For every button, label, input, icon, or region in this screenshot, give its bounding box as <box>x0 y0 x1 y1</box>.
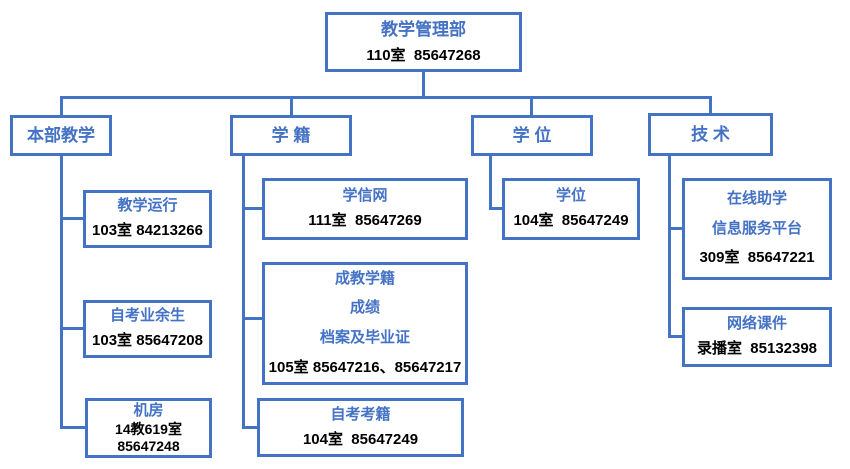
box-info: 105室 85647216、85647217 <box>268 358 462 376</box>
box-info: 111室 85647269 <box>308 212 422 229</box>
box-self-exam-part-time: 自考业余生 103室 85647208 <box>83 300 212 358</box>
connector-drop-student-records <box>290 96 293 115</box>
box-title: 自考业余生 <box>109 307 185 325</box>
connector-drop-technology <box>709 96 712 115</box>
connector-root-drop <box>422 72 425 99</box>
connector-degree-vertical <box>489 156 492 210</box>
box-xuexin-net: 学信网 111室 85647269 <box>262 178 468 240</box>
box-group-campus-teaching: 本部教学 <box>10 115 112 156</box>
box-info: 103室 84213266 <box>92 222 203 239</box>
connector-drop-degree <box>530 96 533 115</box>
box-computer-room: 机房 14教619室 85647248 <box>85 398 212 458</box>
box-title: 技 术 <box>691 124 730 144</box>
box-online-learning-platform: 在线助学 信息服务平台 309室 85647221 <box>682 178 832 280</box>
box-info: 104室 85647249 <box>302 430 419 448</box>
box-title: 教学管理部 <box>381 19 466 39</box>
connector-main-horizontal <box>60 96 712 99</box>
connector-drop-campus-teaching <box>60 96 63 115</box>
box-group-student-records: 学 籍 <box>230 115 352 156</box>
box-group-degree: 学 位 <box>471 115 593 156</box>
box-title: 学位 <box>555 187 586 205</box>
connector-stub-online-courseware <box>668 335 685 338</box>
box-self-exam-registration: 自考考籍 104室 85647249 <box>257 398 464 457</box>
box-info: 录播室 85132398 <box>696 340 818 357</box>
connector-stub-online-learning-platform <box>668 227 685 230</box>
box-title: 自考考籍 <box>330 405 391 423</box>
connector-stub-computer-room <box>60 426 87 429</box>
box-title: 网络课件 <box>726 315 787 333</box>
box-group-technology: 技 术 <box>648 113 773 156</box>
connector-stub-xuexin-net <box>242 207 264 210</box>
box-title: 本部教学 <box>27 125 95 145</box>
connector-stub-self-exam-part-time <box>60 327 85 330</box>
box-title: 学 位 <box>512 125 552 145</box>
box-info: 104室 85647249 <box>513 212 629 229</box>
box-title: 成绩 <box>349 299 380 317</box>
box-root: 教学管理部 110室 85647268 <box>325 12 522 72</box>
box-title: 学 籍 <box>271 125 311 145</box>
box-adult-ed-records: 成教学籍 成绩 档案及毕业证 105室 85647216、85647217 <box>262 262 468 385</box>
box-title: 信息服务平台 <box>711 219 802 237</box>
box-degree-office: 学位 104室 85647249 <box>502 178 640 240</box>
box-title: 教学运行 <box>117 197 178 215</box>
connector-stub-adult-ed-records <box>242 317 264 320</box>
connector-stub-self-exam-registration <box>242 426 259 429</box>
box-title: 档案及毕业证 <box>319 329 410 346</box>
box-title: 机房 <box>133 402 164 420</box>
connector-campus-teaching-vertical <box>60 156 63 429</box>
connector-stub-teaching-operation <box>60 217 85 220</box>
box-title: 在线助学 <box>726 189 787 207</box>
connector-stub-degree-office <box>489 207 505 210</box>
box-online-courseware: 网络课件 录播室 85132398 <box>682 307 832 367</box>
box-title: 成教学籍 <box>334 269 395 287</box>
box-info: 14教619室 <box>115 420 182 437</box>
box-info: 103室 85647208 <box>92 332 203 349</box>
connector-technology-vertical <box>668 156 671 338</box>
box-info: 110室 85647268 <box>366 46 481 64</box>
connector-student-records-vertical <box>242 156 245 429</box>
box-title: 学信网 <box>342 187 388 205</box>
box-teaching-operation: 教学运行 103室 84213266 <box>83 190 212 248</box>
box-info: 85647248 <box>117 437 180 454</box>
box-info: 309室 85647221 <box>699 249 815 267</box>
